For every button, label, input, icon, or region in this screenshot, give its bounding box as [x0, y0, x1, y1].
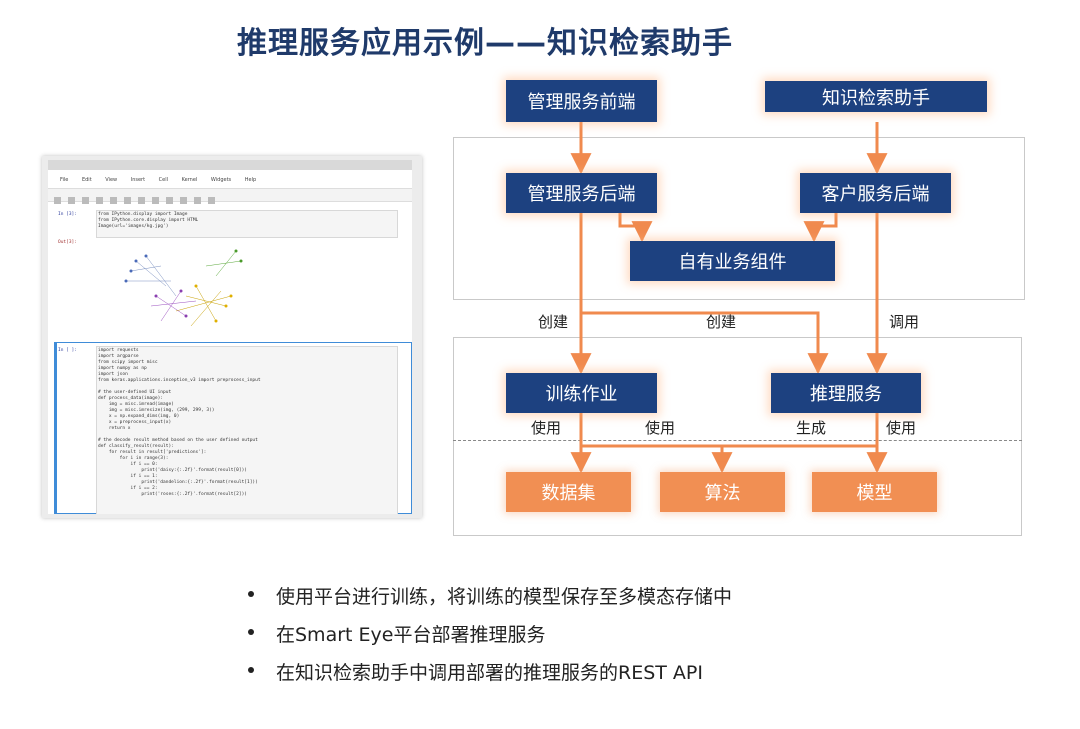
- cell-prompt: In [ ]:: [58, 348, 77, 353]
- bullet-text: 使用平台进行训练，将训练的模型保存至多模态存储中: [276, 586, 733, 608]
- platform-panel: [453, 337, 1022, 536]
- bullet-item: 在知识检索助手中调用部署的推理服务的REST API: [248, 658, 848, 696]
- cell-code: import requests import argparse from sci…: [98, 348, 261, 497]
- edge-label-use: 使用: [645, 419, 676, 437]
- menu-item: File: [60, 177, 69, 183]
- arrow-mgmt-to-components: [618, 212, 653, 243]
- backend-panel: [453, 137, 1025, 300]
- node-mgmt-frontend: 管理服务前端: [506, 80, 657, 122]
- cell-code: from IPython.display import Image from I…: [98, 212, 199, 229]
- node-training-job: 训练作业: [506, 373, 657, 413]
- node-algorithm: 算法: [660, 472, 785, 512]
- code-cell-background: [96, 346, 398, 514]
- edge-label-create: 创建: [538, 313, 569, 331]
- edge-label-use: 使用: [886, 419, 917, 437]
- bullet-text: 在Smart Eye平台部署推理服务: [276, 624, 546, 646]
- menu-item: Insert: [130, 177, 146, 183]
- menu-item: Kernel: [181, 177, 198, 183]
- arrow-create-inference: [581, 311, 829, 375]
- output-prompt: Out[3]:: [58, 240, 77, 245]
- node-mgmt-backend: 管理服务后端: [506, 173, 657, 213]
- node-dataset: 数据集: [506, 472, 631, 512]
- storage-divider: [453, 440, 1022, 441]
- notebook-menu-bar: File Edit View Insert Cell Kernel Widget…: [48, 174, 412, 186]
- node-own-components: 自有业务组件: [630, 241, 835, 281]
- bullet-dot: [248, 591, 254, 597]
- arrow-customer-to-components: [803, 212, 838, 243]
- menu-item: Edit: [81, 177, 92, 183]
- bullet-item: 在Smart Eye平台部署推理服务: [248, 620, 848, 658]
- selected-cell-indicator: [54, 342, 57, 514]
- edge-label-invoke: 调用: [889, 313, 920, 331]
- notebook-screenshot: File Edit View Insert Cell Kernel Widget…: [42, 156, 422, 518]
- bullet-dot: [248, 667, 254, 673]
- cell-prompt: In [3]:: [58, 212, 77, 217]
- notebook-title-bar: [48, 160, 412, 170]
- menu-item: Widgets: [210, 177, 232, 183]
- node-inference-service: 推理服务: [771, 373, 921, 413]
- node-customer-backend: 客户服务后端: [800, 173, 951, 213]
- notebook-toolbar: [48, 188, 412, 204]
- bullet-list: 使用平台进行训练，将训练的模型保存至多模态存储中 在Smart Eye平台部署推…: [248, 582, 848, 696]
- knowledge-graph-image: [124, 249, 243, 327]
- edge-label-create: 创建: [706, 313, 737, 331]
- code-cell-1: In [3]: from IPython.display import Imag…: [58, 212, 398, 230]
- menu-item: Cell: [158, 177, 169, 183]
- edge-label-use: 使用: [531, 419, 562, 437]
- code-cell-2: In [ ]: import requests import argparse …: [58, 348, 398, 498]
- node-knowledge-assistant: 知识检索助手: [765, 81, 987, 112]
- edge-label-generate: 生成: [796, 419, 827, 437]
- menu-item: Help: [244, 177, 257, 183]
- bullet-text: 在知识检索助手中调用部署的推理服务的REST API: [276, 662, 703, 684]
- bullet-dot: [248, 629, 254, 635]
- node-model: 模型: [812, 472, 937, 512]
- menu-item: View: [105, 177, 118, 183]
- bullet-item: 使用平台进行训练，将训练的模型保存至多模态存储中: [248, 582, 848, 620]
- code-cell-background: [96, 210, 398, 238]
- page-title: 推理服务应用示例——知识检索助手: [237, 26, 733, 61]
